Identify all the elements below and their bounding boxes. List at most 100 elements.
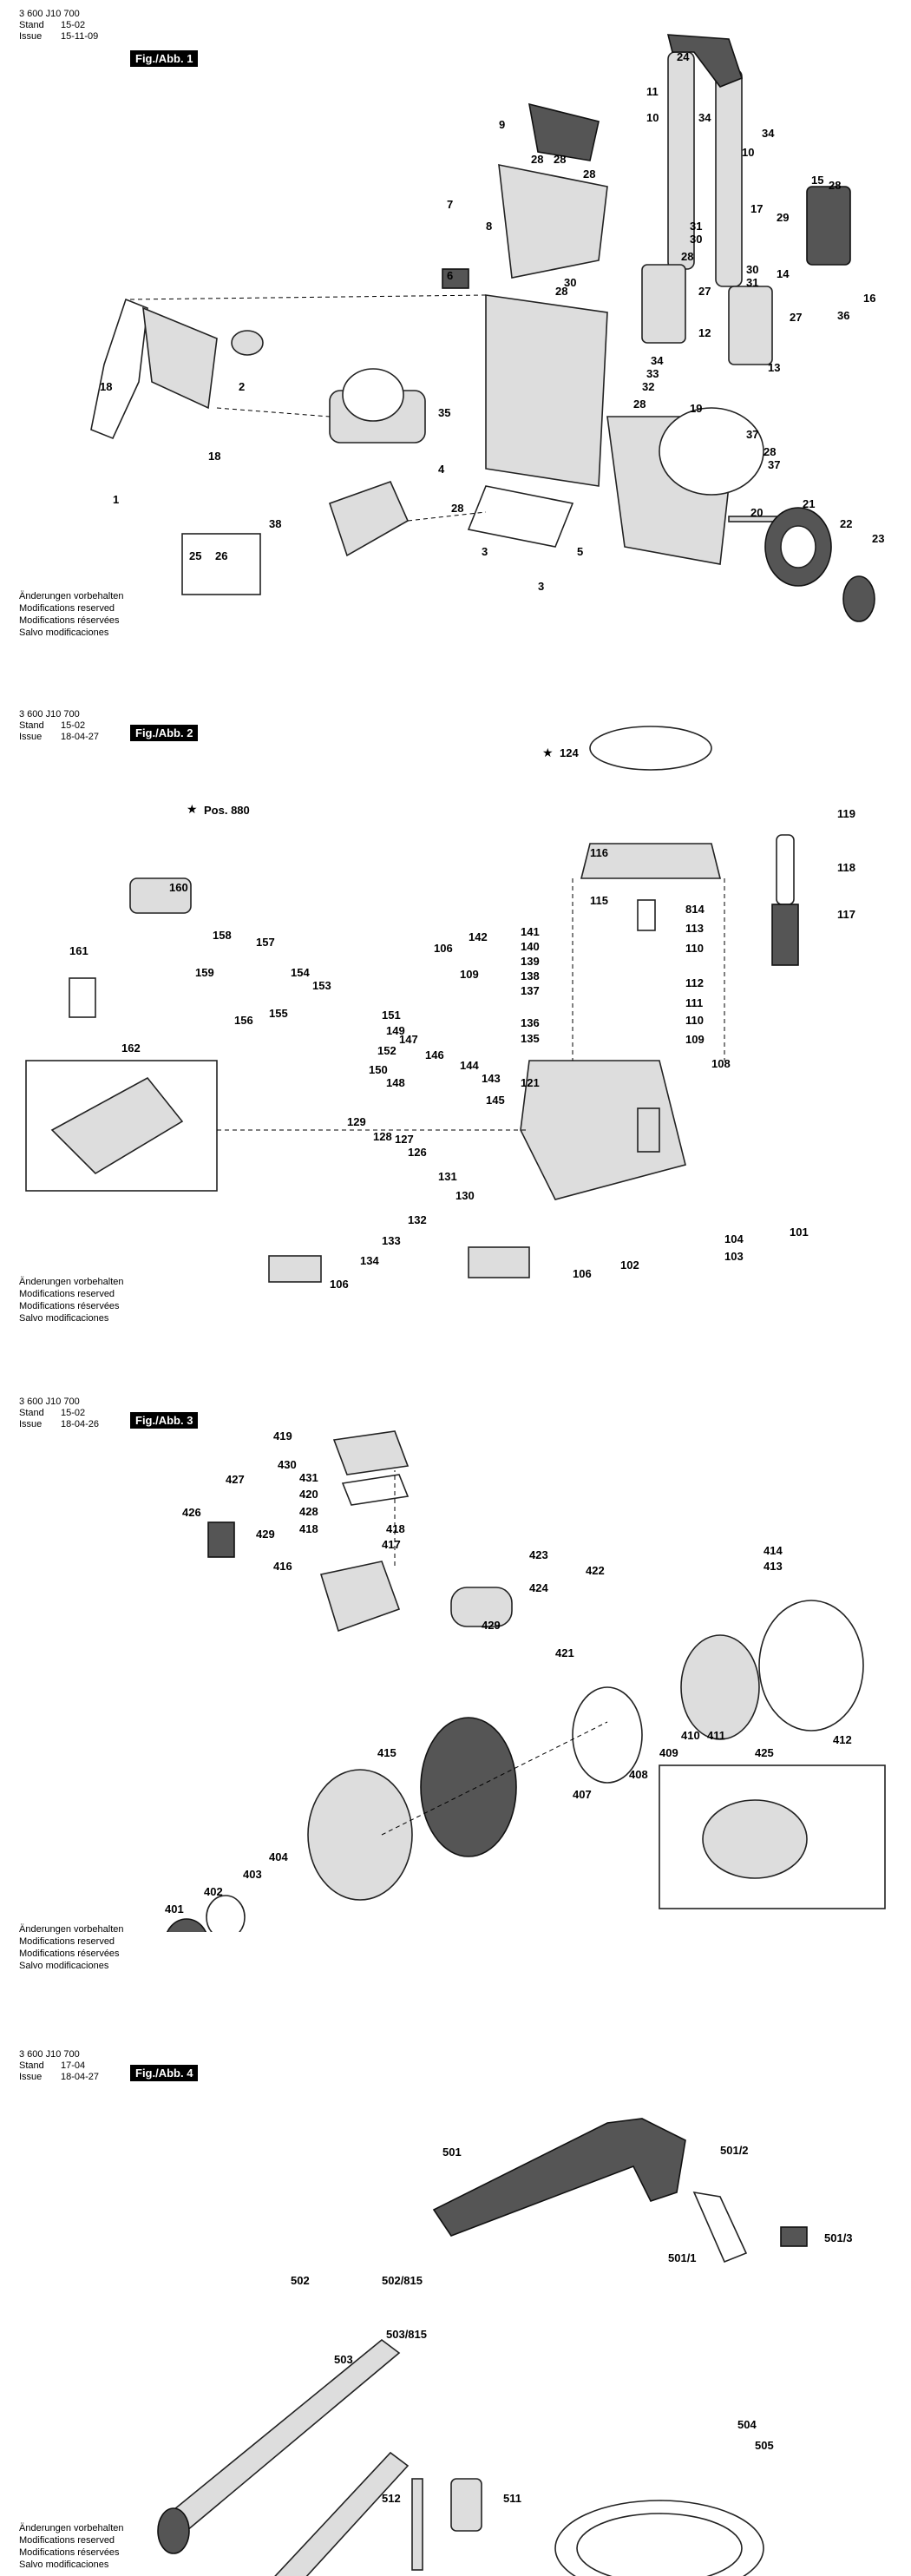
issue-label: Issue <box>19 732 43 742</box>
part-label-28g: 28 <box>633 398 646 411</box>
part-label-418b: 418 <box>299 1522 318 1535</box>
mod-de: Änderungen vorbehalten <box>19 1924 124 1935</box>
part-label-127: 127 <box>395 1133 414 1146</box>
part-label-505: 505 <box>755 2439 774 2452</box>
part-label-1: 1 <box>113 493 119 506</box>
part-label-118: 118 <box>837 861 855 874</box>
part-label-155: 155 <box>269 1007 288 1020</box>
part-label-16: 16 <box>863 292 875 305</box>
part-label-502-815: 502/815 <box>382 2274 423 2287</box>
part-label-121: 121 <box>521 1076 540 1089</box>
part-label-402: 402 <box>204 1885 223 1898</box>
part-label-130: 130 <box>456 1189 475 1202</box>
part-label-38: 38 <box>269 517 281 530</box>
part-label-103: 103 <box>724 1250 744 1263</box>
part-label-23: 23 <box>872 532 884 545</box>
mod-en: Modifications reserved <box>19 2535 115 2546</box>
part-label-3b: 3 <box>538 580 544 593</box>
part-label-422: 422 <box>586 1564 605 1577</box>
part-bracket-right <box>728 286 773 365</box>
assembly-lines <box>129 294 487 522</box>
exploded-diagram-fig-2: ★ Pos. 880 101 102 103 104 105 106 106 1… <box>25 726 855 1288</box>
part-label-37b: 37 <box>768 458 780 471</box>
part-label-28i: 28 <box>451 502 463 515</box>
part-fan <box>680 1634 760 1740</box>
part-label-34a: 34 <box>698 111 711 124</box>
part-label-424: 424 <box>529 1581 548 1594</box>
part-label-112: 112 <box>685 976 704 989</box>
star-icon: ★ <box>542 746 554 760</box>
doc-number: 3 600 J10 700 <box>19 709 80 720</box>
part-handle-grip <box>666 34 743 88</box>
part-label-28b: 28 <box>554 153 566 166</box>
part-label-8: 8 <box>486 220 492 233</box>
part-nozzle-502 <box>157 2507 190 2554</box>
issue-value: 15-11-09 <box>61 31 99 42</box>
stand-value: 17-04 <box>61 2060 86 2071</box>
part-handle-rod-right <box>715 69 743 287</box>
part-frame-upper <box>498 164 608 279</box>
assembly-lines <box>381 1470 608 1836</box>
part-label-428: 428 <box>299 1505 318 1518</box>
modifications-note: Änderungen vorbehalten Modifications res… <box>19 2522 123 2571</box>
part-cover-top <box>528 102 600 161</box>
part-piston <box>776 834 795 905</box>
modifications-note: Änderungen vorbehalten Modifications res… <box>19 590 123 639</box>
part-label-34b: 34 <box>762 127 775 140</box>
part-wheel-arch <box>659 407 764 496</box>
part-label-34c: 34 <box>651 354 664 367</box>
part-label-429b: 429 <box>482 1619 501 1632</box>
part-label-401: 401 <box>165 1902 184 1916</box>
part-outlet-fitting <box>129 877 192 914</box>
mod-es: Salvo modificaciones <box>19 628 109 638</box>
part-label-502: 502 <box>291 2274 310 2287</box>
part-label-409: 409 <box>659 1746 678 1759</box>
part-o-ring-large <box>589 726 712 771</box>
part-label-403: 403 <box>243 1868 262 1881</box>
part-label-154: 154 <box>291 966 310 979</box>
part-label-501-3: 501/3 <box>824 2231 853 2244</box>
part-label-140: 140 <box>521 940 540 953</box>
part-inlet-107 <box>268 1255 322 1283</box>
pos-note: Pos. 880 <box>204 804 250 817</box>
part-label-101: 101 <box>790 1226 809 1239</box>
part-label-503-815: 503/815 <box>386 2328 427 2341</box>
part-label-106b: 106 <box>434 942 453 955</box>
part-label-116: 116 <box>590 846 608 859</box>
mod-fr: Modifications réservées <box>19 2547 120 2558</box>
exploded-diagram-fig-3: 401 402 403 404 405 406 407 408 409 410 … <box>165 1429 886 1932</box>
part-hose-coil-inner <box>576 2513 743 2576</box>
mod-de: Änderungen vorbehalten <box>19 591 124 601</box>
part-label-30c: 30 <box>746 263 758 276</box>
mod-en: Modifications reserved <box>19 1289 115 1299</box>
part-spring <box>771 904 799 966</box>
part-label-110a: 110 <box>685 942 704 955</box>
mod-es: Salvo modificaciones <box>19 1313 109 1324</box>
part-label-421: 421 <box>555 1646 574 1659</box>
mod-en: Modifications reserved <box>19 1936 115 1947</box>
part-fitting-161 <box>69 977 96 1018</box>
part-label-814: 814 <box>685 903 705 916</box>
part-label-144: 144 <box>460 1059 479 1072</box>
part-label-2: 2 <box>239 380 245 393</box>
part-label-129: 129 <box>347 1115 366 1128</box>
part-label-124: 124 <box>560 746 579 759</box>
part-stator <box>420 1717 517 1857</box>
part-label-6: 6 <box>447 269 453 282</box>
part-label-408: 408 <box>629 1768 648 1781</box>
part-label-418a: 418 <box>386 1522 405 1535</box>
part-frame-body <box>485 294 608 487</box>
part-label-7: 7 <box>447 198 453 211</box>
mod-fr: Modifications réservées <box>19 1948 120 1959</box>
part-seal <box>231 330 264 356</box>
part-label-512: 512 <box>382 2492 401 2505</box>
part-label-110b: 110 <box>685 1014 704 1027</box>
part-bearing-402 <box>206 1895 246 1932</box>
part-bearing-401 <box>166 1918 207 1932</box>
part-label-27a: 27 <box>698 285 711 298</box>
part-label-106c: 106 <box>573 1267 592 1280</box>
part-label-33: 33 <box>646 367 659 380</box>
part-manifold-detail <box>50 1076 184 1175</box>
